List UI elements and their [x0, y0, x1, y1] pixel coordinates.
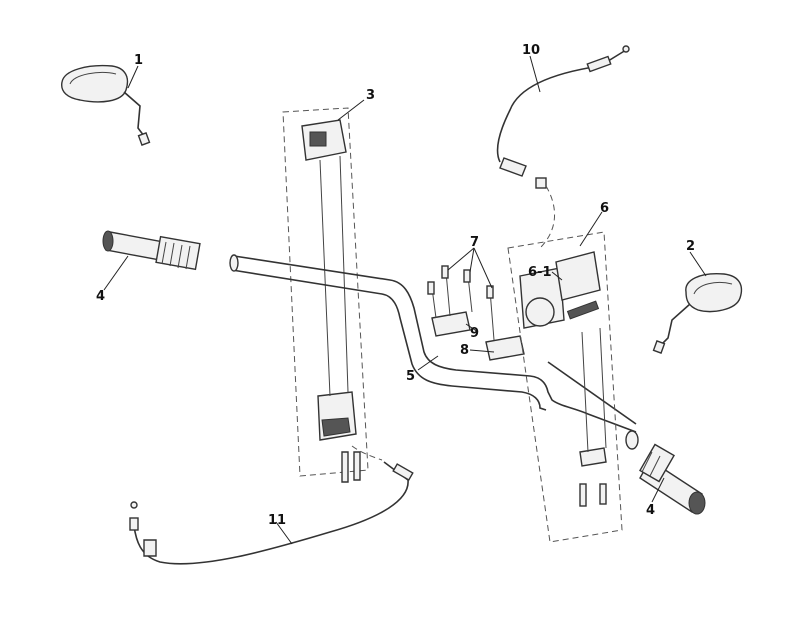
left-switch-assembly — [282, 107, 369, 483]
callout-6-1: 6-1 — [528, 265, 552, 280]
left-grip — [102, 230, 201, 271]
callout-7: 7 — [470, 235, 479, 250]
callout-labels: 1 2 3 4 4 5 6 6-1 7 8 9 10 11 — [96, 43, 695, 528]
callout-8: 8 — [460, 343, 469, 358]
callout-11: 11 — [268, 513, 286, 528]
handlebar-clamps — [427, 265, 525, 361]
callout-6: 6 — [600, 201, 609, 216]
callout-9: 9 — [470, 326, 479, 341]
callout-1: 1 — [134, 53, 143, 68]
callout-10: 10 — [522, 43, 540, 58]
left-mirror — [61, 64, 151, 146]
brake-cable — [129, 445, 414, 565]
handlebar — [229, 254, 639, 450]
throttle-cable — [496, 45, 630, 249]
right-grip — [639, 443, 706, 515]
callout-2: 2 — [686, 239, 695, 254]
leader-lines — [103, 55, 707, 545]
callout-3: 3 — [366, 88, 375, 103]
callout-4-right: 4 — [646, 503, 655, 518]
brake-master-cylinder — [507, 231, 623, 543]
callout-5: 5 — [406, 369, 415, 384]
callout-4-left: 4 — [96, 289, 105, 304]
right-mirror — [652, 273, 743, 354]
